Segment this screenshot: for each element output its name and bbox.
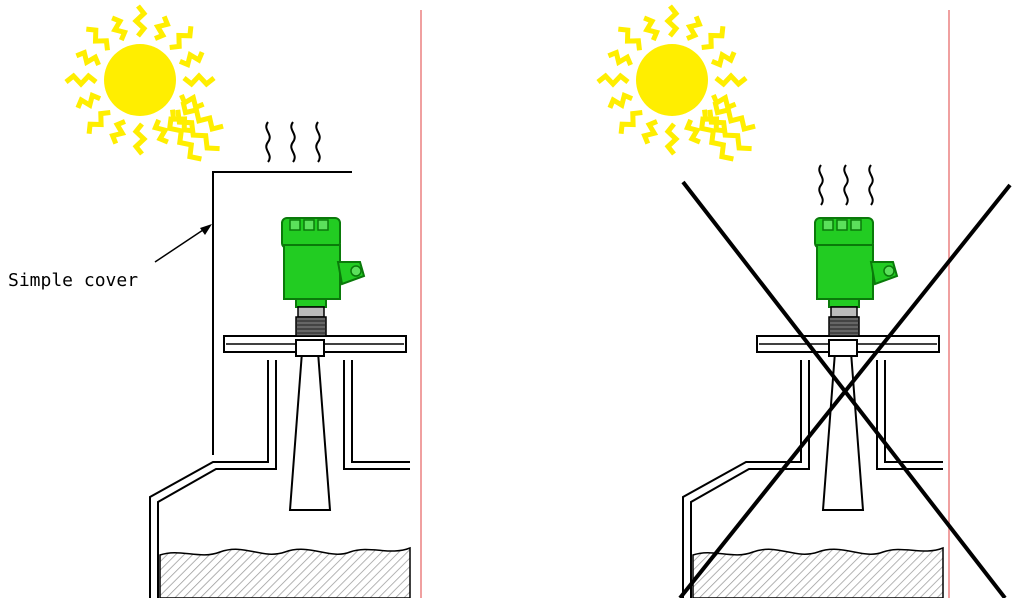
heat-waves-icon — [266, 122, 319, 162]
sun-ray — [621, 113, 642, 134]
sun-ray — [687, 120, 700, 142]
sun-ray — [113, 121, 125, 143]
sun-ray — [687, 16, 699, 38]
simple-cover-label: Simple cover — [8, 270, 138, 291]
sun-ray — [610, 95, 632, 108]
sun-ray — [645, 121, 657, 143]
sun-ray — [668, 124, 676, 154]
radar-level-transmitter-icon — [815, 218, 897, 336]
sun-ray — [170, 26, 191, 47]
sun-ray — [89, 113, 110, 134]
liquid-surface — [160, 548, 410, 598]
sun-ray — [136, 124, 144, 154]
simple-cover — [213, 172, 352, 455]
sun-ray — [180, 52, 202, 65]
sun-ray — [644, 18, 657, 40]
sun-ray — [86, 29, 107, 50]
sun-ray — [184, 76, 214, 84]
sun-icon — [598, 6, 755, 159]
sun-ray — [668, 6, 676, 36]
sun-ray — [112, 18, 125, 40]
tank — [150, 336, 410, 598]
sun-ray — [716, 76, 746, 84]
sun-ray — [155, 120, 168, 142]
sun-ray — [155, 16, 167, 38]
sun-ray — [78, 95, 100, 108]
heat-waves-icon — [819, 165, 872, 205]
cover-pointer-arrow — [155, 224, 212, 262]
sun-ray — [76, 53, 98, 65]
sun-ray — [712, 52, 734, 65]
sun-ray — [66, 76, 96, 84]
sun-icon — [66, 6, 223, 159]
sun-ray — [702, 26, 723, 47]
sun-ray — [598, 76, 628, 84]
liquid-surface — [693, 548, 943, 598]
panel-right — [598, 6, 1010, 598]
sun-ray — [618, 29, 639, 50]
sun-ray — [608, 53, 630, 65]
radar-level-transmitter-icon — [282, 218, 364, 336]
sun-ray — [136, 6, 144, 36]
panel-left: Simple cover — [8, 6, 421, 598]
